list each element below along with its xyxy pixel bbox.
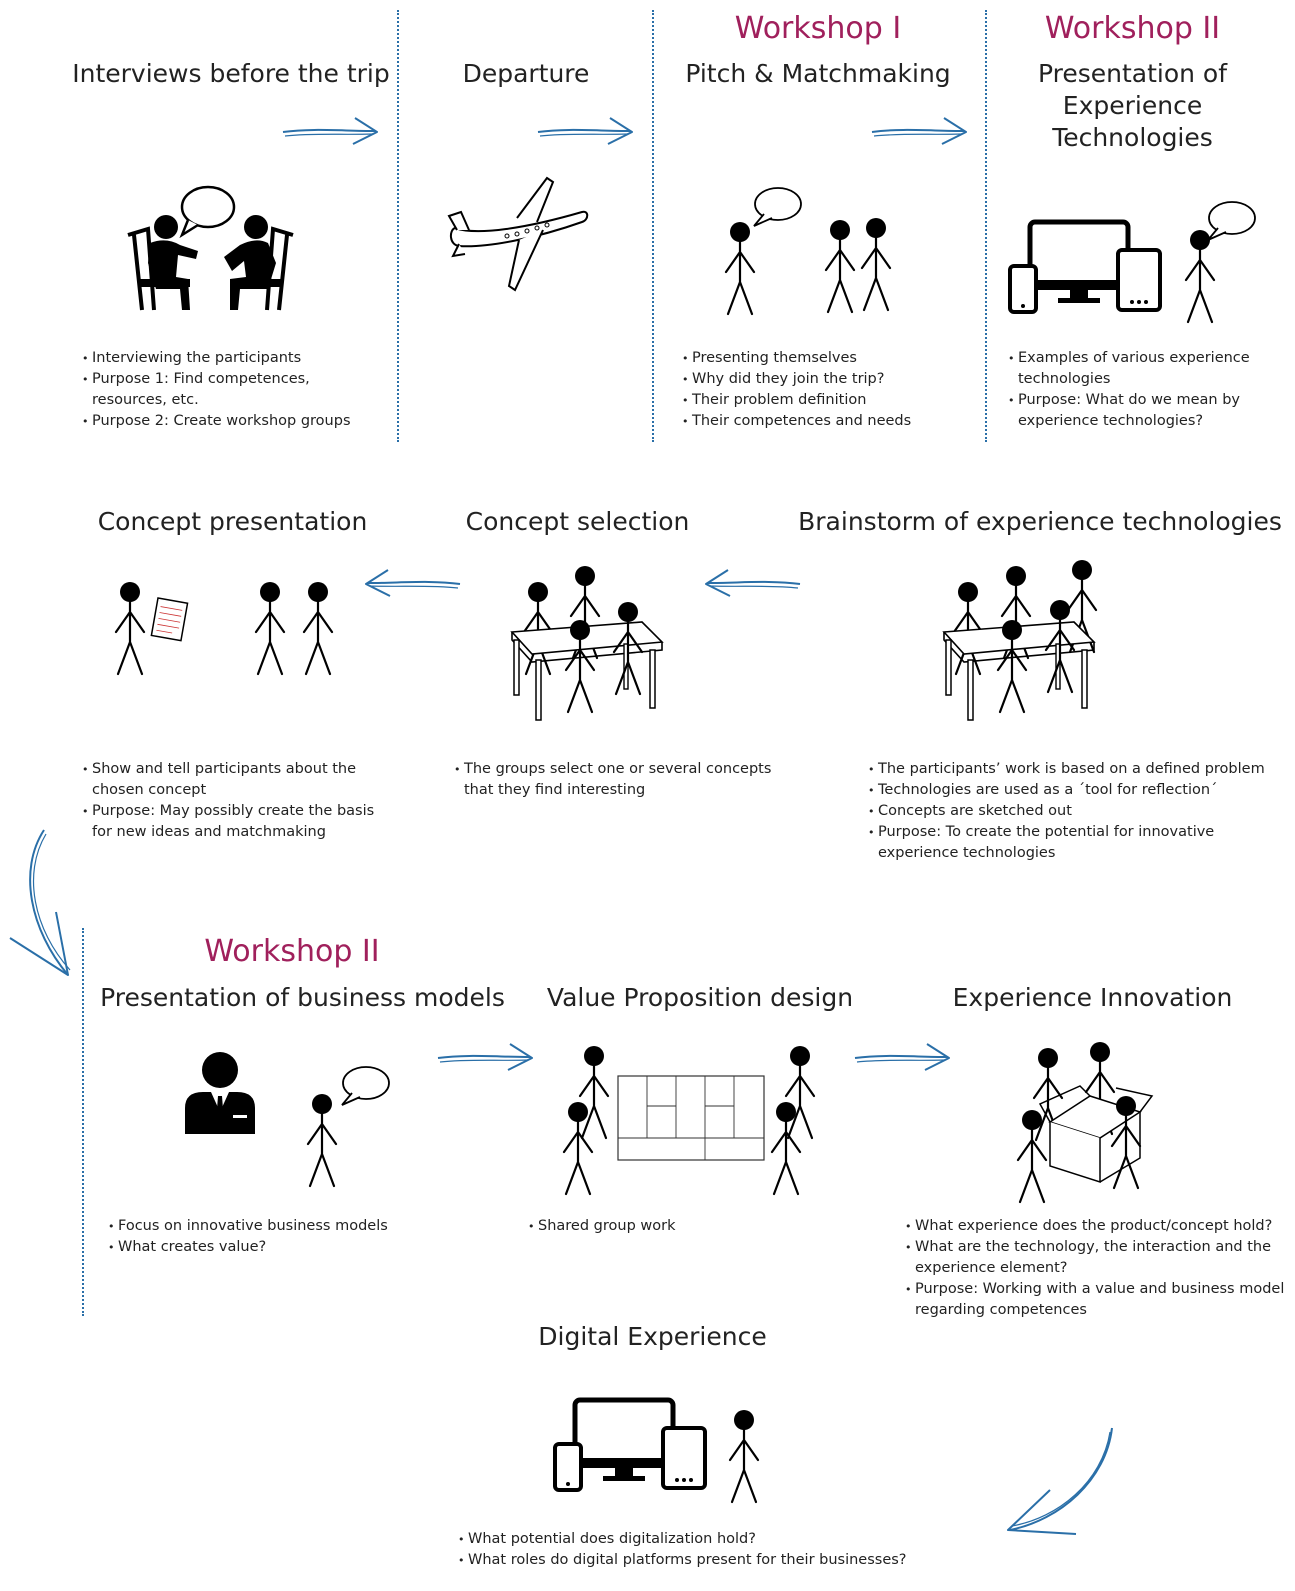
interview-icon (127, 185, 294, 311)
business-models-bullets: Focus on innovative business models What… (108, 1216, 408, 1258)
list-item: Purpose: May possibly create the basis f… (82, 801, 382, 843)
business-models-title: Presentation of business models (100, 983, 505, 1012)
list-item: Show and tell participants about the cho… (82, 759, 382, 801)
list-item: Examples of various experience technolog… (1008, 348, 1268, 390)
list-item: Their problem definition (682, 390, 972, 411)
presenter-figure (1184, 201, 1256, 324)
value-proposition-title: Value Proposition design (546, 983, 854, 1012)
curved-arrow-down (9, 829, 71, 976)
list-item: What roles do digital platforms present … (458, 1550, 928, 1571)
brainstorm-title: Brainstorm of experience technologies (798, 507, 1282, 536)
list-item: Purpose: Working with a value and busine… (905, 1279, 1290, 1321)
workshop-1-label: Workshop I (734, 11, 902, 46)
devices-icon (1010, 222, 1160, 312)
divider-3 (985, 10, 987, 442)
pitch-title: Pitch & Matchmaking (685, 59, 951, 88)
concept-presentation-illustration (114, 580, 334, 676)
experience-innovation-bullets: What experience does the product/concept… (905, 1216, 1290, 1321)
list-item: Technologies are used as a ´tool for ref… (868, 780, 1268, 801)
concept-selection-bullets: The groups select one or several concept… (454, 759, 799, 801)
digital-user-figure (728, 1408, 760, 1504)
brainstorm-bullets: The participants’ work is based on a def… (868, 759, 1268, 864)
list-item: Purpose: What do we mean by experience t… (1008, 390, 1268, 432)
curved-arrow-bottom (1007, 1427, 1113, 1535)
digital-experience-title: Digital Experience (538, 1322, 767, 1351)
value-proposition-bullets: Shared group work (528, 1216, 778, 1237)
flow-arrow-2 (537, 117, 633, 145)
list-item: Purpose 1: Find competences, resources, … (82, 369, 372, 411)
interviews-bullets: Interviewing the participants Purpose 1:… (82, 348, 372, 432)
divider-2 (652, 10, 654, 442)
list-item: Purpose 2: Create workshop groups (82, 411, 372, 432)
list-item: Focus on innovative business models (108, 1216, 408, 1237)
departure-title: Departure (462, 59, 590, 88)
businessman-icon (185, 1052, 255, 1134)
workshop-2b-label: Workshop II (204, 934, 380, 969)
experience-innovation-title: Experience Innovation (952, 983, 1233, 1012)
flow-arrow-6 (437, 1043, 533, 1071)
divider-4 (82, 928, 84, 1316)
list-item: Shared group work (528, 1216, 778, 1237)
flow-arrow-3 (871, 117, 967, 145)
flow-arrow-5 (365, 569, 461, 597)
concept-presentation-title: Concept presentation (97, 507, 368, 536)
flow-arrow-4 (705, 569, 801, 597)
brainstorm-illustration (943, 558, 1098, 721)
digital-devices-icon (555, 1400, 705, 1490)
list-item: Presenting themselves (682, 348, 972, 369)
pitch-illustration (724, 187, 892, 316)
list-item: Concepts are sketched out (868, 801, 1268, 822)
list-item: The groups select one or several concept… (454, 759, 799, 801)
list-item: Interviewing the participants (82, 348, 372, 369)
list-item: Purpose: To create the potential for inn… (868, 822, 1268, 864)
list-item: What are the technology, the interaction… (905, 1237, 1290, 1279)
concept-presentation-bullets: Show and tell participants about the cho… (82, 759, 382, 843)
list-item: Their competences and needs (682, 411, 972, 432)
flow-arrow-7 (854, 1043, 950, 1071)
divider-1 (397, 10, 399, 442)
presentation-title: Presentation of Experience Technologies (1037, 59, 1228, 152)
workshop-2-label: Workshop II (1044, 11, 1221, 46)
list-item: What potential does digitalization hold? (458, 1529, 928, 1550)
concept-selection-title: Concept selection (465, 507, 690, 536)
concept-selection-illustration (511, 564, 663, 721)
list-item: Why did they join the trip? (682, 369, 972, 390)
interviews-title: Interviews before the trip (72, 59, 390, 88)
business-presenter-figure (306, 1066, 390, 1188)
airplane-icon (447, 176, 589, 292)
list-item: What creates value? (108, 1237, 408, 1258)
pitch-bullets: Presenting themselves Why did they join … (682, 348, 972, 432)
list-item: What experience does the product/concept… (905, 1216, 1290, 1237)
experience-innovation-illustration (1016, 1040, 1154, 1204)
presentation-bullets: Examples of various experience technolog… (1008, 348, 1268, 432)
value-proposition-canvas (562, 1044, 816, 1196)
digital-experience-bullets: What potential does digitalization hold?… (458, 1529, 928, 1571)
flow-arrow-1 (282, 117, 378, 145)
list-item: The participants’ work is based on a def… (868, 759, 1268, 780)
